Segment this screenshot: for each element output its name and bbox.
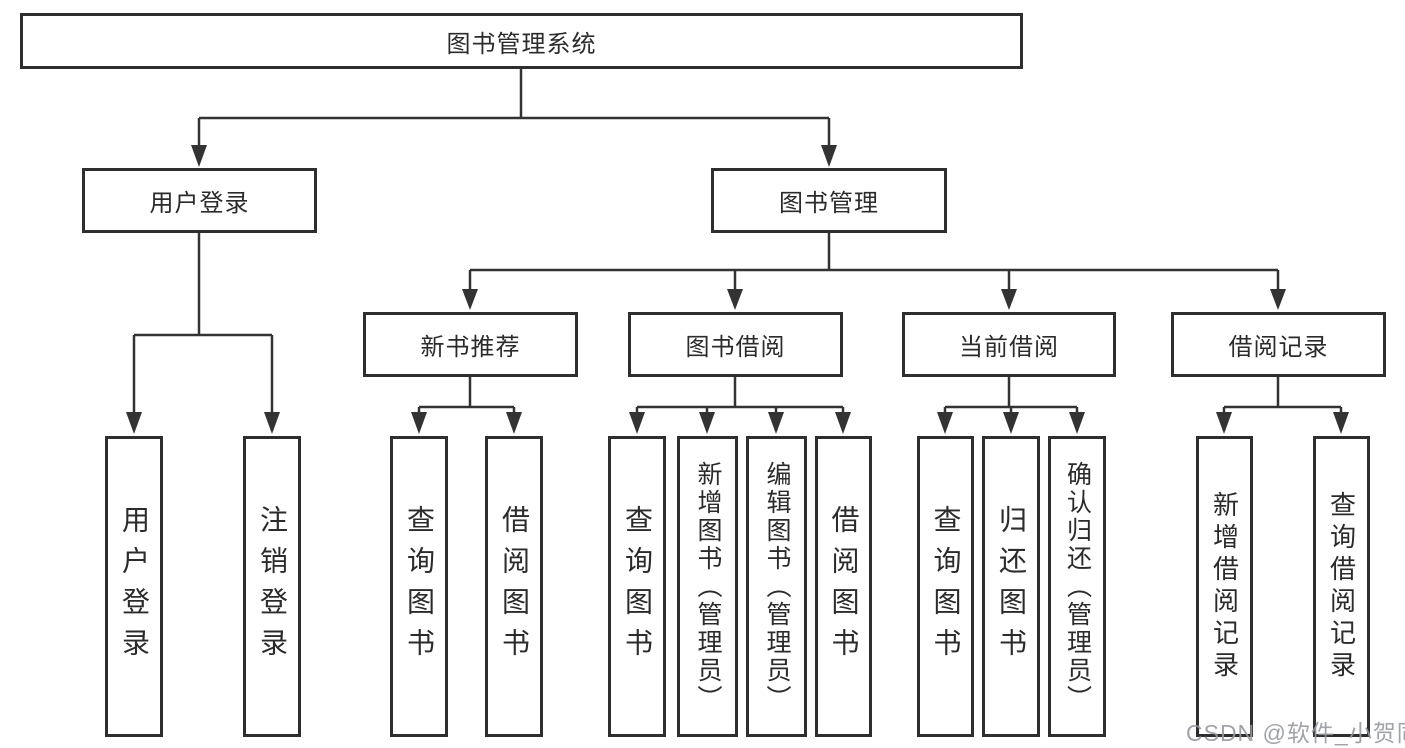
node-current-borrow: 当前借阅	[902, 312, 1116, 377]
node-library-system: 图书管理系统	[20, 13, 1023, 69]
node-borrow-records: 借阅记录	[1171, 312, 1386, 377]
leaf-query-books-3: 查询图书	[917, 436, 974, 737]
connector-book-borrow-children	[629, 377, 851, 434]
leaf-query-books-1: 查询图书	[390, 436, 448, 737]
node-user-login: 用户登录	[82, 168, 317, 233]
csdn-watermark: CSDN @软件_小贺同学	[1186, 720, 1405, 746]
connector-new-book-rec-children	[411, 377, 522, 434]
leaf-add-borrow-record: 新增借阅记录	[1196, 436, 1253, 737]
connector-root-to-level2	[191, 69, 837, 167]
leaf-add-book-admin: 新增图书（管理员）	[677, 436, 738, 737]
node-book-management: 图书管理	[711, 168, 947, 233]
leaf-logout: 注销登录	[243, 436, 301, 737]
leaf-query-books-2: 查询图书	[608, 436, 666, 737]
leaf-return-book: 归还图书	[982, 436, 1040, 737]
leaf-confirm-return-admin: 确认归还（管理员）	[1048, 436, 1106, 737]
leaf-user-login: 用户登录	[105, 436, 163, 737]
node-new-book-recommend: 新书推荐	[363, 312, 578, 377]
leaf-query-borrow-record: 查询借阅记录	[1313, 436, 1370, 737]
connector-user-login-children	[126, 233, 280, 434]
leaf-edit-book-admin: 编辑图书（管理员）	[746, 436, 807, 737]
leaf-borrow-books-1: 借阅图书	[485, 436, 543, 737]
connector-current-borrow-children	[937, 377, 1085, 434]
leaf-borrow-books-2: 借阅图书	[815, 436, 872, 737]
connector-borrow-records-children	[1216, 377, 1349, 434]
node-book-borrow: 图书借阅	[628, 312, 843, 377]
connector-book-mgmt-to-level3	[462, 233, 1286, 310]
